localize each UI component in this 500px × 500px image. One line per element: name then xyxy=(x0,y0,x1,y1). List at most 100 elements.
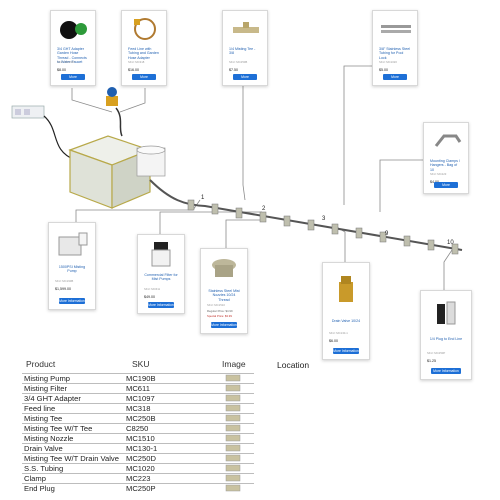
leader-ght xyxy=(71,88,113,113)
table-row: Clamp MC223 xyxy=(22,473,254,483)
card-title[interactable]: 1/4 Misting Tee - 3/8 xyxy=(229,47,256,56)
table-row: S.S. Tubing MC1020 xyxy=(22,463,254,473)
product-thumbnail xyxy=(220,374,248,382)
more-information-button[interactable]: More Information xyxy=(431,368,461,374)
card-title[interactable]: 3/8" Stainless Steel Tubing for Pool Loc… xyxy=(379,47,411,60)
line-number-3: 3 xyxy=(322,216,326,222)
product-thumbnail xyxy=(220,434,248,442)
product-name: Clamp xyxy=(24,474,46,483)
card-title[interactable]: Drain Valve 10/24 xyxy=(331,319,361,323)
product-name: Misting Tee W/T Drain Valve xyxy=(24,454,119,463)
card-price: $8.00 xyxy=(57,68,66,72)
product-card-misting-tee[interactable]: 1/4 Misting Tee - 3/8 SKU: MC250B $7.50 … xyxy=(222,10,268,86)
more-information-button[interactable]: More Information xyxy=(333,348,359,354)
product-card-end-plug[interactable]: 1/4 Plug to End Line SKU: MC250P $1.25 M… xyxy=(420,290,472,380)
more-information-button[interactable]: More Information xyxy=(59,298,85,304)
card-title[interactable]: Commercial Filter for Mist Pumps xyxy=(144,273,178,282)
more-information-button[interactable]: More Information xyxy=(132,74,156,85)
product-name: Misting Tee W/T Tee xyxy=(24,424,93,433)
card-title[interactable]: 3/4 GHT Adapter Garden Hose Thread - Con… xyxy=(57,47,87,64)
ght-adapter-image xyxy=(57,15,89,43)
card-sku: SKU: MC611 xyxy=(144,287,161,291)
end-plug-image xyxy=(427,295,465,333)
table-header-product: Product xyxy=(26,359,56,369)
card-title[interactable]: Feed Line with Tubing and Garden Hose Ad… xyxy=(128,47,159,60)
product-name: Feed line xyxy=(24,404,56,413)
power-cord xyxy=(43,115,76,161)
product-sku: MC1510 xyxy=(126,434,155,443)
more-information-button[interactable]: More Information xyxy=(233,74,257,85)
more-information-button[interactable]: More Information xyxy=(383,74,407,85)
card-sku: SKU: MC1020 xyxy=(379,60,397,64)
product-name: Misting Tee xyxy=(24,414,63,423)
product-sku: MC611 xyxy=(126,384,150,393)
card-price: $6.00 xyxy=(329,339,338,343)
product-sku: MC130-1 xyxy=(126,444,158,453)
outlet-socket xyxy=(15,109,21,115)
product-thumbnail xyxy=(220,394,248,402)
product-card-clamp[interactable]: Mounting Clamps / Hangers - Bag of 10 SK… xyxy=(423,122,469,194)
card-title[interactable]: Stainless Steel Mist Nozzles 10/24 Threa… xyxy=(208,289,240,302)
product-card-misting-filter[interactable]: Commercial Filter for Mist Pumps SKU: MC… xyxy=(137,234,185,314)
product-thumbnail xyxy=(220,404,248,412)
product-sku: C8250 xyxy=(126,424,149,433)
product-name: Misting Nozzle xyxy=(24,434,74,443)
product-sku: MC1020 xyxy=(126,464,155,473)
leader-plug xyxy=(443,249,453,292)
misting-nozzle-image xyxy=(207,253,241,285)
product-card-ght-adapter[interactable]: 3/4 GHT Adapter Garden Hose Thread - Con… xyxy=(50,10,96,86)
product-sku: MC223 xyxy=(126,474,151,483)
line-number-10: 10 xyxy=(447,240,454,246)
product-thumbnail xyxy=(220,444,248,452)
card-title[interactable]: 1/4 Plug to End Line xyxy=(429,337,463,341)
product-thumbnail xyxy=(220,484,248,492)
product-sku: MC318 xyxy=(126,404,151,413)
special-price: Special Price: $3.99 xyxy=(207,314,232,318)
outlet-socket xyxy=(24,109,30,115)
product-card-misting-nozzle[interactable]: Stainless Steel Mist Nozzles 10/24 Threa… xyxy=(200,248,248,334)
line-number-9: 9 xyxy=(385,231,389,237)
product-thumbnail xyxy=(220,474,248,482)
clamp-image xyxy=(430,127,462,155)
card-price: $49.00 xyxy=(144,295,155,299)
misting-filter-image xyxy=(144,239,178,269)
table-row: Misting Filter MC611 xyxy=(22,383,254,393)
feed-hose xyxy=(115,107,123,137)
line-number-2: 2 xyxy=(262,206,266,212)
table-header-sku: SKU xyxy=(132,359,150,369)
card-sku: SKU: MC318 xyxy=(128,60,145,64)
faucet-handle xyxy=(107,87,117,97)
faucet-body xyxy=(106,96,118,106)
product-name: Drain Valve xyxy=(24,444,63,453)
product-card-drain-valve[interactable]: Drain Valve 10/24 SKU: MC130-1 $6.00 Mor… xyxy=(322,262,370,360)
misting-tee-image xyxy=(229,15,261,43)
table-row: Drain Valve MC130-1 xyxy=(22,443,254,453)
more-information-button[interactable]: More Information xyxy=(148,302,174,308)
card-price: $5.00 xyxy=(379,68,388,72)
more-information-button[interactable]: More Information xyxy=(434,182,458,193)
card-sku: SKU: MC1097 xyxy=(57,60,75,64)
product-card-feed-line[interactable]: Feed Line with Tubing and Garden Hose Ad… xyxy=(121,10,167,86)
table-row: Feed line MC318 xyxy=(22,403,254,413)
card-title[interactable]: 1500PSI Misting Pump xyxy=(58,265,86,274)
product-thumbnail xyxy=(220,384,248,392)
product-card-ss-tubing[interactable]: 3/8" Stainless Steel Tubing for Pool Loc… xyxy=(372,10,418,86)
card-title[interactable]: Mounting Clamps / Hangers - Bag of 10 xyxy=(430,159,460,172)
more-information-button[interactable]: More Information xyxy=(211,322,237,328)
product-thumbnail xyxy=(220,464,248,472)
leader-tubing xyxy=(343,65,405,205)
product-sku: MC190B xyxy=(126,374,156,383)
product-name: Misting Filter xyxy=(24,384,68,393)
product-name: S.S. Tubing xyxy=(24,464,64,473)
product-card-misting-pump[interactable]: 1500PSI Misting Pump SKU: MC190B $1,599.… xyxy=(48,222,96,310)
more-information-button[interactable]: More Information xyxy=(61,74,85,85)
table-row: Misting Nozzle MC1510 xyxy=(22,433,254,443)
leader-clamp xyxy=(379,159,431,212)
product-thumbnail xyxy=(220,454,248,462)
card-sku: SKU: MC190B xyxy=(55,279,74,283)
card-sku: SKU: MC130-1 xyxy=(329,331,348,335)
